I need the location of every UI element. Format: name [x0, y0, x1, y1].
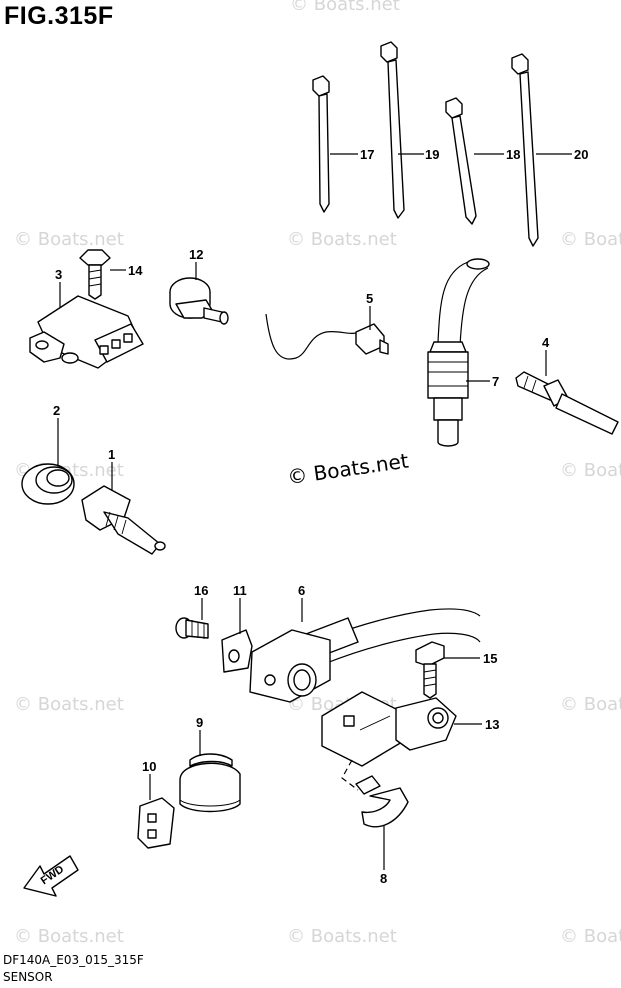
part-2-grommet[interactable] [21, 463, 75, 505]
callout-15[interactable]: 15 [483, 651, 497, 666]
watermark: © Boats.net [560, 694, 621, 715]
leader-lines [57, 153, 572, 870]
part-5-knock-sensor[interactable] [265, 313, 389, 360]
part-3-map-sensor[interactable] [29, 295, 144, 369]
watermark-main: © Boats.net [286, 448, 410, 489]
callout-8[interactable]: 8 [380, 871, 387, 886]
watermark: © Boats.net [14, 926, 124, 947]
callout-12[interactable]: 12 [189, 247, 203, 262]
callout-4[interactable]: 4 [542, 335, 550, 350]
callout-16[interactable]: 16 [194, 583, 208, 598]
part-15-bolt[interactable] [415, 641, 445, 699]
part-9-clamp[interactable] [179, 753, 241, 813]
part-19-cable-tie[interactable] [380, 41, 405, 219]
part-7-oxygen-sensor[interactable] [427, 258, 490, 447]
watermark: © Boats.net [560, 460, 621, 481]
callout-14[interactable]: 14 [128, 263, 143, 278]
callout-2[interactable]: 2 [53, 403, 60, 418]
part-17-cable-tie[interactable] [312, 75, 330, 213]
callout-9[interactable]: 9 [196, 715, 203, 730]
part-16-bolt[interactable] [175, 617, 209, 639]
figure-code: DF140A_E03_015_315F [3, 953, 144, 967]
callout-6[interactable]: 6 [298, 583, 305, 598]
callouts: 17 19 18 20 14 3 12 5 4 7 2 1 16 11 6 15… [53, 147, 588, 886]
part-1-sensor[interactable] [81, 485, 166, 555]
callout-13[interactable]: 13 [485, 717, 499, 732]
figure-caption: SENSOR [3, 970, 53, 984]
part-14-bolt[interactable] [79, 249, 111, 300]
callout-19[interactable]: 19 [425, 147, 439, 162]
watermark: © Boats.net [14, 694, 124, 715]
part-4-temperature-sensor[interactable] [515, 371, 619, 435]
part-20-cable-tie[interactable] [511, 53, 539, 247]
watermark: © Boats.net [290, 0, 400, 15]
part-10-grommet[interactable] [137, 797, 175, 849]
callout-1[interactable]: 1 [108, 447, 115, 462]
part-12-pressure-switch[interactable] [169, 277, 229, 325]
callout-3[interactable]: 3 [55, 267, 62, 282]
watermark: © Boats.net [14, 229, 124, 250]
part-13-sensor[interactable] [321, 691, 457, 767]
watermark: © Boats.net [287, 926, 397, 947]
watermark: © Boats.net [560, 926, 621, 947]
callout-5[interactable]: 5 [366, 291, 373, 306]
part-11-bracket[interactable] [221, 629, 253, 673]
callout-11[interactable]: 11 [233, 583, 247, 598]
part-8-clip[interactable] [341, 759, 409, 828]
callout-10[interactable]: 10 [142, 759, 156, 774]
callout-7[interactable]: 7 [492, 374, 499, 389]
figure-title: FIG.315F [4, 2, 114, 30]
part-18-cable-tie[interactable] [445, 97, 477, 225]
watermark: © Boats.net [287, 229, 397, 250]
callout-18[interactable]: 18 [506, 147, 520, 162]
part-6-crank-position-sensor[interactable] [249, 608, 481, 703]
callout-17[interactable]: 17 [360, 147, 374, 162]
watermark: © Boats.net [560, 229, 621, 250]
callout-20[interactable]: 20 [574, 147, 588, 162]
fwd-arrow: FWD [23, 855, 79, 897]
